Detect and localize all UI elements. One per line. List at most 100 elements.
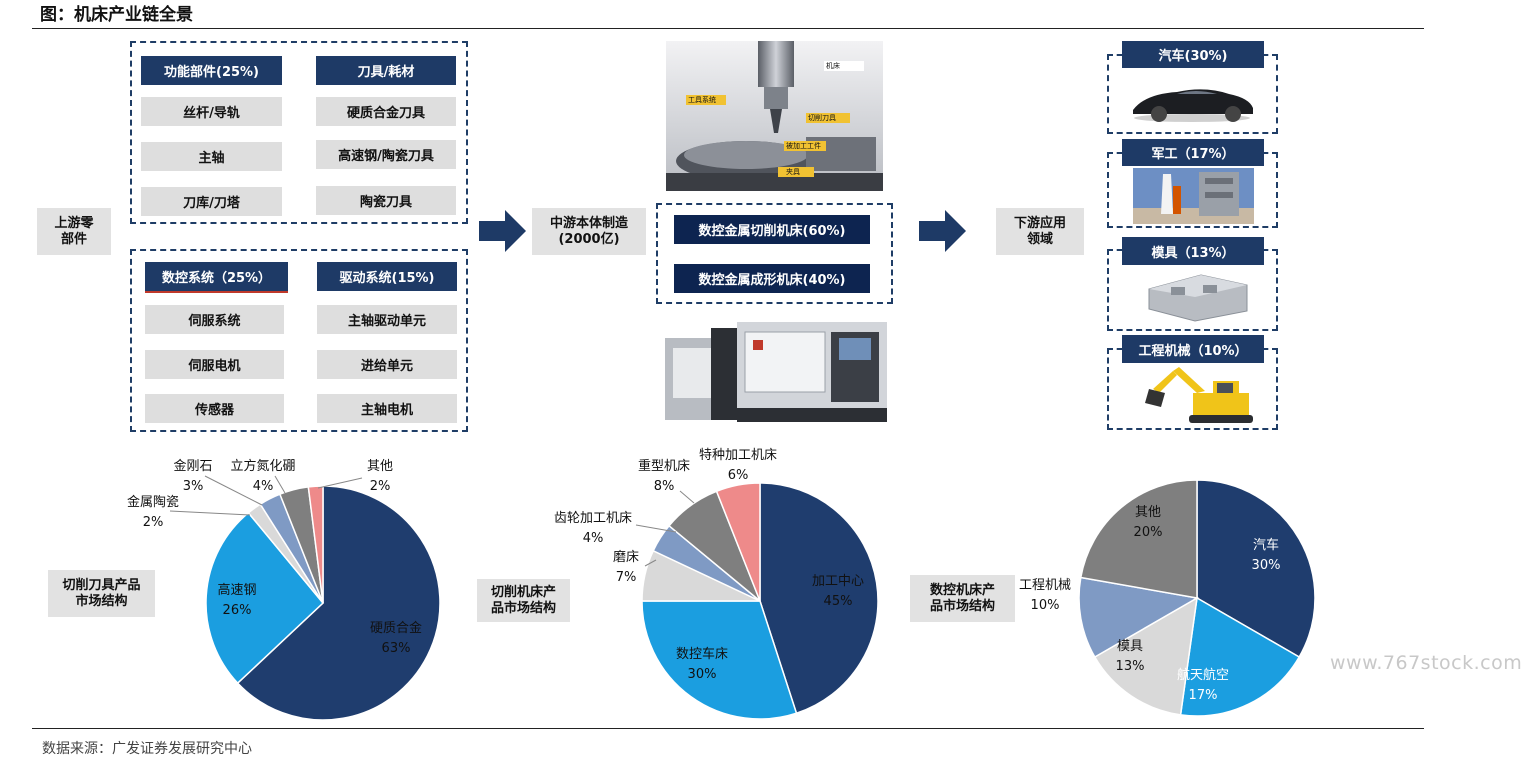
midstream-frame	[656, 203, 893, 304]
slice-name-label: 汽车	[1253, 537, 1279, 553]
slice-name-label: 硬质合金	[370, 620, 422, 636]
pie-slice	[1078, 576, 1200, 659]
upstream-item: 硬质合金刀具	[316, 97, 456, 126]
slice-value-label: 10%	[1031, 598, 1060, 613]
slice-value-label: 3%	[183, 479, 204, 494]
photo-label: 工具系统	[688, 96, 716, 104]
slice-value-label: 20%	[1134, 525, 1163, 540]
pie-slice	[641, 600, 798, 720]
cnc-spindle-icon	[666, 41, 883, 191]
excavator-photo	[1143, 363, 1257, 425]
slice-value-label: 8%	[654, 479, 675, 494]
upstream-item: 主轴驱动单元	[317, 305, 457, 334]
photo-label: 切削刀具	[808, 114, 836, 122]
photo-label: 夹具	[786, 168, 800, 176]
pie-title-tools: 切削刀具产品市场结构	[48, 570, 155, 617]
page-title: 图：机床产业链全景	[40, 5, 193, 25]
data-source: 数据来源：广发证券发展研究中心	[42, 741, 252, 757]
cutting-tools-header: 刀具/耗材	[316, 56, 456, 85]
slice-name-label: 高速钢	[217, 582, 256, 598]
pie-slice	[236, 485, 441, 721]
pie-slice	[1093, 596, 1198, 716]
slice-value-label: 30%	[688, 667, 717, 682]
pie-title-machines: 切削机床产品市场结构	[477, 579, 570, 622]
slice-value-label: 2%	[143, 515, 164, 530]
flow-arrow-icon	[919, 210, 966, 252]
downstream-label: 下游应用领域	[996, 208, 1084, 255]
pie-slice	[1079, 479, 1198, 599]
slice-name-label: 模具	[1117, 639, 1143, 654]
slice-name-label: 其他	[367, 459, 393, 474]
upstream-item: 主轴电机	[317, 394, 457, 423]
upstream-item: 刀库/刀塔	[141, 187, 282, 216]
car-photo	[1125, 70, 1260, 126]
upstream-item: 主轴	[141, 142, 282, 171]
cnc-system-header: 数控系统（25%）	[145, 262, 288, 293]
leader-line	[635, 524, 677, 533]
space-shuttle-photo	[1133, 168, 1254, 224]
functional-parts-header: 功能部件(25%)	[141, 56, 282, 85]
pie-slice	[1196, 479, 1316, 659]
pie-slice	[759, 482, 879, 715]
slice-value-label: 7%	[616, 570, 637, 585]
slice-value-label: 26%	[223, 603, 252, 618]
slice-name-label: 工程机械	[1019, 578, 1071, 593]
slice-name-label: 航天航空	[1177, 667, 1229, 683]
slice-name-label: 重型机床	[638, 458, 690, 474]
excavator-icon	[1143, 363, 1257, 425]
watermark: www.767stock.com	[1330, 652, 1523, 674]
slice-name-label: 磨床	[613, 550, 639, 565]
slice-name-label: 加工中心	[812, 574, 864, 589]
slice-value-label: 63%	[382, 641, 411, 656]
metal-forming-machine: 数控金属成形机床(40%)	[674, 264, 870, 293]
slice-value-label: 6%	[728, 468, 749, 483]
upstream-item: 伺服电机	[145, 350, 284, 379]
leader-line	[169, 510, 251, 516]
downstream-item-mold: 模具（13%）	[1122, 237, 1264, 265]
pie-title-cnc: 数控机床产品市场结构	[910, 575, 1015, 622]
slice-name-label: 金属陶瓷	[127, 494, 179, 510]
flow-arrow-icon	[479, 210, 526, 252]
leader-line	[204, 475, 263, 506]
pie-slice	[1179, 596, 1301, 717]
downstream-item-automotive: 汽车(30%)	[1122, 41, 1264, 68]
leader-line	[317, 477, 363, 489]
upstream-label: 上游零部件	[37, 208, 111, 255]
downstream-item-military: 军工（17%）	[1122, 139, 1264, 166]
upstream-item: 丝杆/导轨	[141, 97, 282, 126]
slice-value-label: 2%	[370, 479, 391, 494]
leader-line	[274, 475, 286, 494]
slice-name-label: 立方氮化硼	[230, 458, 295, 474]
metal-cutting-machine: 数控金属切削机床(60%)	[674, 215, 870, 244]
slice-value-label: 4%	[583, 531, 604, 546]
slice-value-label: 17%	[1189, 688, 1218, 703]
slice-name-label: 齿轮加工机床	[554, 511, 632, 526]
cnc-lathe-photo	[655, 318, 893, 432]
top-divider	[32, 28, 1424, 29]
pie-slice	[307, 485, 324, 604]
car-icon	[1125, 70, 1260, 126]
slice-value-label: 13%	[1116, 659, 1145, 674]
upstream-group-1-frame	[130, 41, 468, 224]
machining-photo: 机床 工具系统 切削刀具 被加工工件 夹具	[666, 41, 883, 191]
slice-value-label: 4%	[253, 479, 274, 494]
leader-line	[679, 490, 695, 504]
upstream-item: 高速钢/陶瓷刀具	[316, 140, 456, 169]
upstream-item: 伺服系统	[145, 305, 284, 334]
drive-system-header: 驱动系统(15%)	[317, 262, 457, 291]
photo-label: 被加工工件	[786, 142, 821, 150]
cnc-lathe-icon	[655, 318, 893, 432]
rocket-icon	[1133, 168, 1254, 224]
slice-name-label: 数控车床	[676, 646, 728, 662]
slice-value-label: 45%	[824, 594, 853, 609]
mold-icon	[1141, 267, 1255, 325]
midstream-label: 中游本体制造(2000亿)	[532, 208, 646, 255]
slice-name-label: 其他	[1135, 505, 1161, 520]
upstream-item: 传感器	[145, 394, 284, 423]
upstream-item: 陶瓷刀具	[316, 186, 456, 215]
pie-slice	[205, 511, 325, 685]
pie-slice	[715, 482, 761, 602]
slice-name-label: 特种加工机床	[699, 448, 777, 463]
downstream-item-construction: 工程机械（10%）	[1122, 335, 1264, 363]
